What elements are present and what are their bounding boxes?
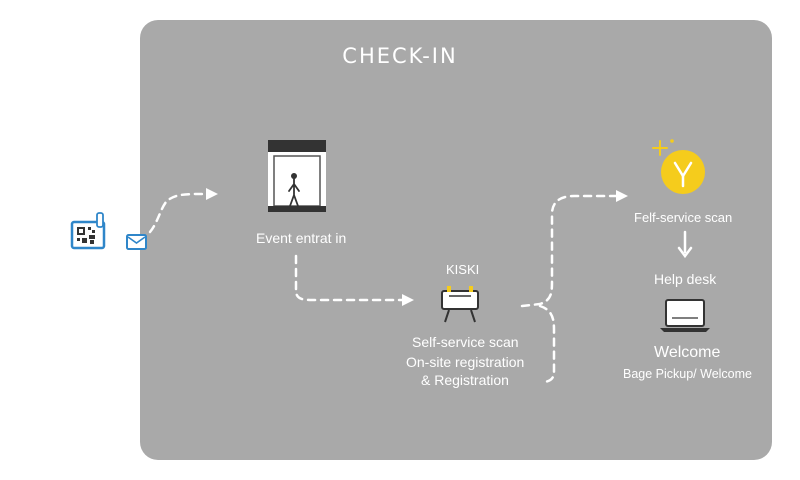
label-registration: & Registration <box>421 372 509 388</box>
flow-connectors <box>148 192 618 384</box>
arrowhead-scan <box>616 190 628 202</box>
laptop-icon <box>660 299 710 332</box>
label-kiosk: KISKI <box>446 262 480 277</box>
label-welcome: Welcome <box>654 344 721 361</box>
connector-ticket-to-entrance <box>148 192 208 234</box>
connector-entrance-to-kiosk <box>294 254 404 302</box>
flow-arrowheads <box>206 188 628 306</box>
arrow-scan-to-helpdesk <box>677 230 693 259</box>
arrowhead-kiosk <box>402 294 414 306</box>
entrance-gate-icon <box>268 140 326 212</box>
checkin-panel <box>140 20 772 460</box>
email-icon <box>126 234 147 250</box>
label-help-desk: Help desk <box>654 271 717 287</box>
label-kiosk-scan: Self-service scan <box>412 334 519 350</box>
label-self-service-scan: Felf-service scan <box>634 210 733 225</box>
label-event-entrance: Event entrat in <box>256 230 347 246</box>
label-onsite-registration: On-site registration <box>406 354 525 370</box>
diagram-title: CHECK-IN <box>342 44 458 68</box>
connector-kiosk-to-scan <box>520 194 618 308</box>
scan-lightbulb-icon <box>652 139 705 194</box>
qr-ticket-icon <box>70 212 106 250</box>
connector-registration-branch <box>538 304 556 384</box>
kiosk-icon <box>441 286 479 323</box>
label-badge-pickup: Bage Pickup/ Welcome <box>623 367 752 381</box>
arrowhead-entrance <box>206 188 218 200</box>
